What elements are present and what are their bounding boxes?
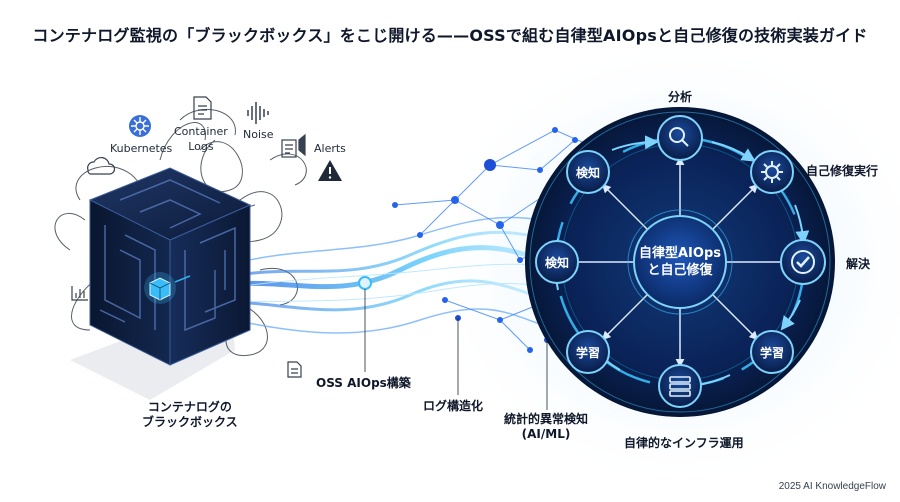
stream-callout-markers <box>358 276 550 410</box>
detect-left-label: 検知 <box>545 256 570 270</box>
page-title: コンテナログ監視の「ブラックボックス」をこじ開ける——OSSで組む自律型AIOp… <box>32 26 868 45</box>
node-server <box>658 364 702 408</box>
learn-left-label: 学習 <box>576 346 601 360</box>
statistical-anomaly-line2: (AI/ML) <box>521 427 571 441</box>
hub-label-line2: と自己修復 <box>647 263 713 278</box>
container-logs-label: Container Logs <box>174 124 228 154</box>
learn-right-label: 学習 <box>760 346 785 360</box>
container-logs-label-line2: Logs <box>188 140 214 153</box>
self-heal-exec-label: 自己修復実行 <box>806 164 879 178</box>
hub-label-line1: 自律型AIOps <box>639 246 721 261</box>
chart-icon <box>71 286 88 301</box>
server-icon <box>669 376 691 397</box>
kubernetes-icon <box>129 115 151 137</box>
autonomous-ops-caption: 自律的なインフラ運用 <box>624 436 744 450</box>
noise-label: Noise <box>243 128 274 141</box>
statistical-anomaly-line1: 統計的異常検知 <box>504 412 589 426</box>
magnifier-icon <box>669 127 689 147</box>
gear-icon <box>761 161 783 183</box>
resolve-label: 解決 <box>846 257 871 271</box>
container-logs-label-line1: Container <box>174 125 228 138</box>
log-structuring-label: ログ構造化 <box>423 399 484 413</box>
black-box-caption-line2: ブラックボックス <box>142 415 238 429</box>
black-box-caption: コンテナログの ブラックボックス <box>142 400 238 430</box>
warning-icon <box>318 160 342 181</box>
node-detect-left <box>535 240 579 284</box>
analysis-label: 分析 <box>668 90 693 104</box>
alert-log-icon <box>281 133 306 158</box>
statistical-anomaly-label: 統計的異常検知 (AI/ML) <box>504 412 588 442</box>
document-icon <box>193 96 212 120</box>
file-icon <box>287 361 302 378</box>
kubernetes-label: Kubernetes <box>110 142 173 155</box>
node-self-heal <box>750 150 794 194</box>
aiops-cycle-disk <box>525 107 835 417</box>
node-detect-top <box>566 150 610 194</box>
node-analysis <box>657 115 703 161</box>
oss-aiops-label: OSS AIOps構築 <box>316 376 411 390</box>
alerts-label: Alerts <box>314 142 346 155</box>
credit: 2025 AI KnowledgeFlow <box>778 481 886 492</box>
hub-label: 自律型AIOps と自己修復 <box>634 245 726 279</box>
check-icon <box>791 250 815 274</box>
noise-waveform-icon <box>247 102 269 124</box>
cloud-icon <box>87 156 116 175</box>
black-box-cube <box>88 167 252 366</box>
node-learn-left <box>566 330 610 374</box>
node-learn-right <box>750 330 794 374</box>
black-box-caption-line1: コンテナログの <box>147 400 232 414</box>
detect-top-label: 検知 <box>576 166 601 180</box>
